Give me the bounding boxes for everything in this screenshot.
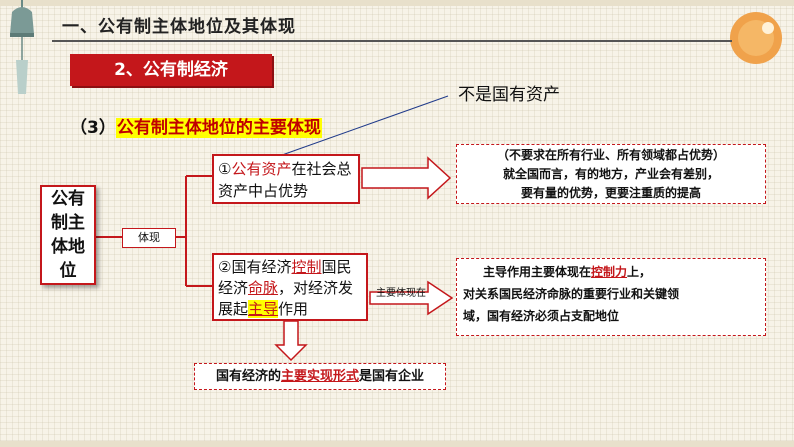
point2-note-text: 主导作用主要体现在 xyxy=(483,265,592,279)
subheading: （3）公有制主体地位的主要体现 xyxy=(70,113,322,138)
point2-note-text: 上， xyxy=(627,265,652,279)
bottom-border xyxy=(0,441,794,447)
wind-chime-icon xyxy=(10,0,34,94)
point2-mingmai: 命脉 xyxy=(248,279,279,297)
section-banner: 2、公有制经济 xyxy=(70,54,272,86)
callout-pointer-line xyxy=(267,95,449,161)
callout-note: 不是国有资产 xyxy=(458,85,560,105)
top-border xyxy=(0,0,794,6)
point2-box: ②国有经济控制国民经济命脉，对经济发展起主导作用 xyxy=(212,253,368,321)
title-divider xyxy=(52,40,732,42)
point2-text-e: ，对经济发展起 xyxy=(218,279,354,318)
point1-note-line: （不要求在所有行业、所有领域都占优势） xyxy=(496,148,725,162)
point1-note-line: 就全国而言，有的地方，产业会有差别， xyxy=(502,167,719,181)
point1-note-line: 要有量的优势，更要注重质的提高 xyxy=(520,186,701,200)
point2-text-g: 作用 xyxy=(278,300,309,318)
realization-text-a: 国有经济的 xyxy=(215,369,281,384)
realization-emphasis: 主要实现形式 xyxy=(280,369,359,384)
point1-rest: 在社会总资产中占优势 xyxy=(218,160,352,200)
point2-note-line2: 对关系国民经济命脉的重要行业和关键领 xyxy=(463,287,680,301)
realization-text-c: 是国有企业 xyxy=(359,369,425,384)
point2-zhudao: 主导 xyxy=(248,300,279,318)
point1-num: ① xyxy=(218,160,232,178)
point2-note-box: 主导作用主要体现在控制力上， 对关系国民经济命脉的重要行业和关键领 域，国有经济… xyxy=(456,258,766,336)
arrow-point1-to-note xyxy=(361,156,452,200)
arrow-point2-down xyxy=(274,320,308,362)
section-title: 一、公有制主体地位及其体现 xyxy=(62,17,296,37)
point2-text-c: 国民经济 xyxy=(218,258,352,297)
orange-sun-decoration-icon xyxy=(730,12,782,64)
point1-emphasis: 公有资产 xyxy=(231,160,292,178)
link-label: 体现 xyxy=(122,228,176,248)
point2-note-kongzhili: 控制力 xyxy=(591,265,628,279)
point1-note-box: （不要求在所有行业、所有领域都占优势） 就全国而言，有的地方，产业会有差别， 要… xyxy=(456,144,766,204)
point2-note-line3: 域，国有经济必须占支配地位 xyxy=(463,309,620,323)
point1-box: ①公有资产在社会总资产中占优势 xyxy=(212,154,360,204)
point2-kongzhi: 控制 xyxy=(291,258,322,276)
point2-note-line1: 主导作用主要体现在控制力上， xyxy=(463,261,759,283)
realization-form-box: 国有经济的主要实现形式是国有企业 xyxy=(194,363,446,390)
point2-text-a: 国有经济 xyxy=(231,258,292,276)
arrow2-label: 主要体现在 xyxy=(376,288,426,299)
subheading-text: 公有制主体地位的主要体现 xyxy=(115,118,322,138)
main-node-box: 公有制主体地位 xyxy=(40,185,96,285)
arrow-point2-to-note xyxy=(369,280,454,316)
subheading-prefix: （3） xyxy=(70,118,116,138)
point2-num: ② xyxy=(218,258,232,276)
main-node-text: 公有制主体地位 xyxy=(51,189,85,281)
